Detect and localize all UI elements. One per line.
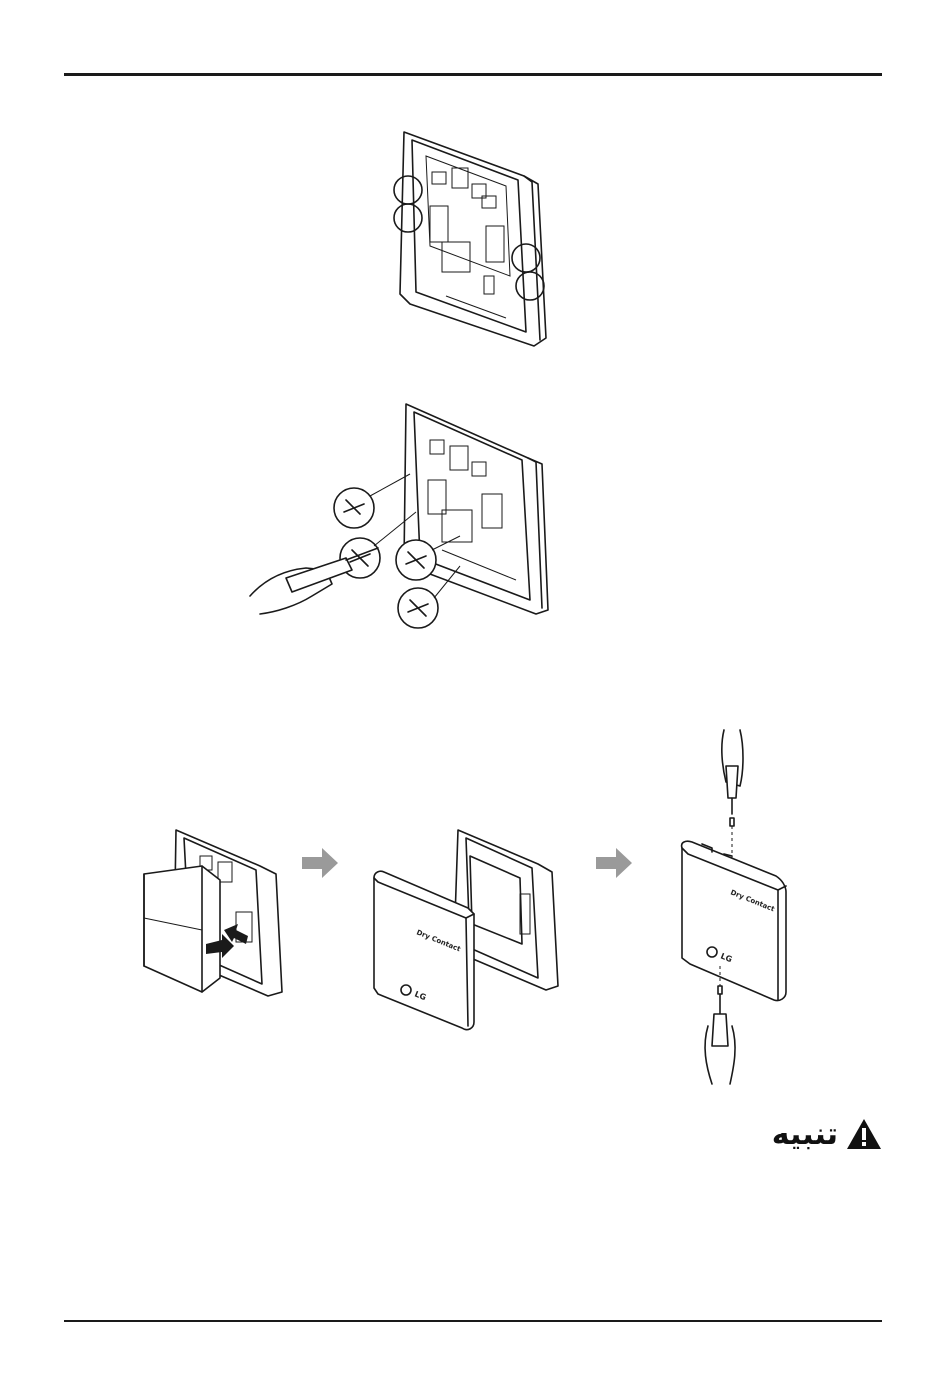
figure-open-base-hooks — [386, 126, 552, 350]
bottom-rule — [64, 1320, 882, 1322]
caution-label: تنبيه — [772, 1117, 838, 1152]
top-rule — [64, 73, 882, 76]
figure-attach-cover-step1 — [136, 826, 286, 1002]
figure-attach-cover-step3: Dry Contact LG — [672, 726, 796, 1088]
figure-fix-screws — [246, 400, 556, 636]
warning-triangle-icon — [846, 1118, 882, 1150]
figure-attach-cover-step2: Dry Contact LG — [370, 826, 562, 1038]
step-arrow-2 — [596, 848, 632, 878]
caution-heading: تنبيه — [772, 1116, 882, 1152]
step-arrow-1 — [302, 848, 338, 878]
